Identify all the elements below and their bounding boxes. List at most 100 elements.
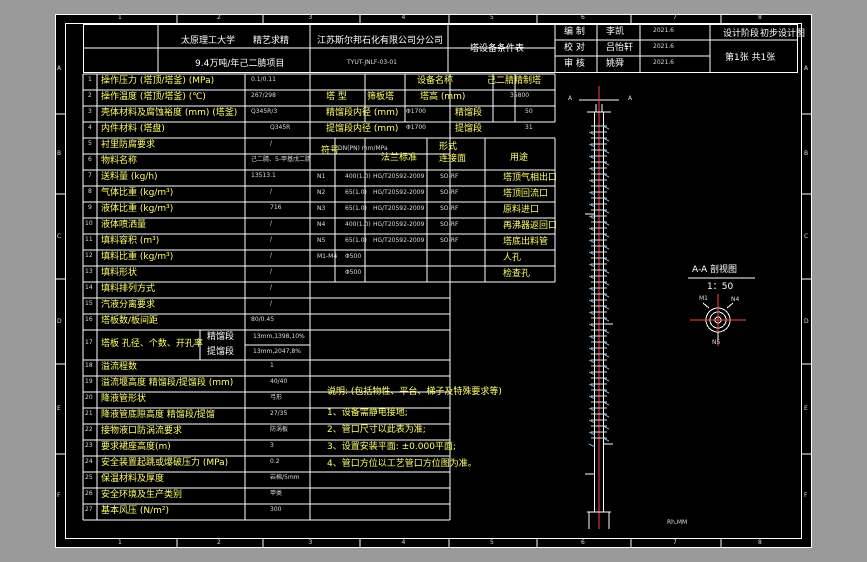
sheet-title: 塔设备条件表 [470,44,525,54]
row-value: 1 [270,362,274,369]
border-row-label: E [57,405,61,412]
row-label: 塔板数/板间距 [101,316,159,326]
nozzle-dn: Φ500 [345,269,362,276]
drawing-line [602,221,610,226]
row-label: 接物液口防涡流要求 [101,426,183,436]
row-value: 13513.1 [251,172,276,179]
row-label: 填料容积 (m³) [101,236,160,246]
nozzle-symbol: N1 [317,173,326,180]
drawing-line [588,275,596,280]
drawing-line [588,143,596,148]
row-label: 填料排列方式 [101,284,156,294]
note-line: 4、管口方位以工艺管口方位图为准。 [327,459,477,469]
border-row-label: E [804,405,808,412]
row-value: 甲类 [270,490,283,497]
drawing-line [588,239,596,244]
drawing-line [602,257,610,262]
row-value: 0.2 [270,458,280,465]
drawing-line [602,365,610,370]
row-value: 27/35 [270,410,288,417]
drawing-line [588,335,596,340]
row-value: 3 [270,442,274,449]
drawing-line [602,269,610,274]
border-col-label: 8 [758,14,762,21]
drawing-line [588,179,596,184]
nozzle-symbol: N2 [317,189,326,196]
drawing-line [588,287,596,292]
row-number: 10 [85,220,93,227]
drawing-line [588,167,596,172]
row-number: 27 [85,506,93,513]
border-col-label: 7 [673,14,677,21]
drawing-line [588,395,596,400]
stage-label: 设计阶段 [723,29,760,39]
row-number: 25 [85,474,93,481]
drawing-line [588,347,596,352]
rev-date: 2021.6 [653,27,674,34]
rev-role: 校 对 [564,43,585,53]
nozzle-use: 塔顶回流口 [503,189,549,199]
rev-name: 吕怡轩 [606,43,634,53]
border-col-label: 5 [490,539,494,546]
info-key: 精馏段内径 (mm) [326,108,399,118]
drawing-line [588,359,596,364]
nozzle-face: SO-RF [440,173,459,180]
nozzle-face: SO-RF [440,189,459,196]
row-value: / [270,284,273,291]
note-line: 3、设置安装平面: ±0.000平面; [327,442,456,452]
drawing-line [588,383,596,388]
nozzle-face: SO-RF [440,237,459,244]
rev-role: 审 核 [564,59,585,69]
border-col-label: 1 [118,14,122,21]
row-value: 267/298 [251,92,276,99]
row-label: 壳体材料及腐蚀裕度 (mm) (塔釜) [101,108,238,118]
row-label: 降液管形状 [101,394,147,404]
row-value: / [270,188,273,195]
row-label: 安全装置起跳或爆破压力 (MPa) [101,458,229,468]
drawing-line [588,251,596,256]
drawing-line [602,137,610,142]
border-col-label: 4 [401,539,406,546]
rev-date: 2021.6 [653,43,674,50]
row-value: 300 [270,506,282,513]
border-col-label: 5 [490,14,494,21]
nozzle-use: 塔顶气相出口 [503,173,558,183]
border-row-label: C [804,232,809,240]
border-col-label: 1 [118,539,122,546]
row-value: / [270,300,273,307]
info-key: 塔高 (mm) [420,92,466,102]
row-label: 气体比重 (kg/m³) [101,188,174,198]
row-value: 0.1/0.11 [251,76,276,83]
drawing-line [602,281,610,286]
section-title: A-A 剖视图 [692,265,738,275]
border-row-label: D [57,317,62,325]
drawing-line [588,191,596,196]
drawing-number: TYUT-JNLF-03-01 [347,59,397,66]
row-number: 18 [85,362,93,369]
tray-section-b: 提馏段 [207,347,235,357]
row-value: / [270,140,273,147]
row-number: 5 [88,140,92,147]
nozzle-dn: 400(1.0) [345,221,371,228]
info-key: 精馏段 [455,108,483,118]
row-label: 要求裙座高度(m) [101,442,171,452]
row-number: 7 [88,172,92,179]
nozzle-dn: 65(1.0) [345,189,367,196]
drawing-line [602,125,610,130]
border-col-label: 4 [401,14,406,21]
row-value: 40/40 [270,378,288,385]
drawing-line [602,185,610,190]
nozzle-use: 再沸器返回口 [503,221,558,231]
nozzle-standard: HG/T20592-2009 [373,237,425,244]
nozzle-head: 符号 [321,146,340,156]
section-scale: 1：50 [707,282,734,292]
nozzle-head: 连接面 [439,154,467,164]
section-mark-left: A [568,95,573,102]
drawing-rect [55,14,812,548]
scale-footnote: Rh,MM [667,519,688,526]
row-label: 溢流堰高度 精馏段/提馏段 (mm) [101,378,234,388]
school-motto: 精艺求精 [253,36,290,46]
nozzle-standard: HG/T20592-2009 [373,221,425,228]
nozzle-use: 塔底出料管 [503,237,549,247]
